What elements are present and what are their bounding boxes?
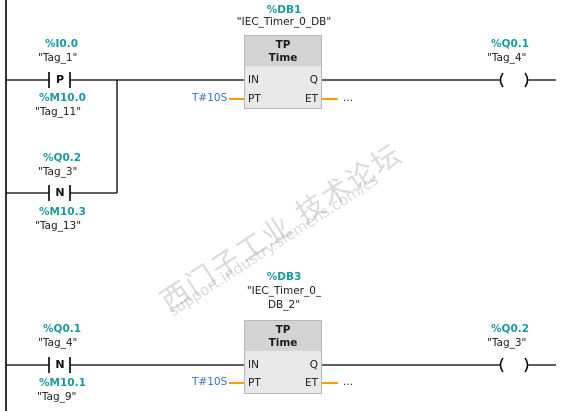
n2-pin-et: ET (304, 377, 318, 389)
n2-block-type: TP (275, 324, 291, 336)
n1-contact1-tag[interactable]: "Tag_1" (38, 52, 78, 64)
n1-timer-db-address: %DB1 (266, 4, 302, 16)
n2-coil-tag[interactable]: "Tag_3" (487, 337, 527, 349)
n2-coil-address: %Q0.2 (491, 323, 530, 335)
n2-contact1-n-edge[interactable]: N (52, 358, 68, 372)
n1-coil-address: %Q0.1 (491, 38, 530, 50)
n1-coil-tag[interactable]: "Tag_4" (487, 52, 527, 64)
n1-contact2-edge-tag[interactable]: "Tag_13" (35, 220, 82, 232)
n1-contact2-edge-address: %M10.3 (39, 206, 86, 218)
n1-block-type: TP (275, 39, 291, 51)
n2-contact1-address: %Q0.1 (43, 323, 82, 335)
n2-pin-pt: PT (248, 377, 261, 389)
n1-pt-value[interactable]: T#10S (192, 92, 228, 104)
n1-pin-in: IN (248, 74, 259, 86)
n1-pin-pt: PT (248, 93, 261, 105)
n1-contact1-p-edge[interactable]: P (52, 73, 68, 87)
n2-timer-db-address: %DB3 (266, 271, 302, 283)
n1-pin-q: Q (309, 74, 318, 86)
n1-contact2-address: %Q0.2 (43, 152, 82, 164)
n1-contact1-edge-address: %M10.0 (39, 92, 86, 104)
n2-et-value[interactable]: ... (343, 376, 354, 388)
n1-pin-et: ET (304, 93, 318, 105)
n1-contact2-tag[interactable]: "Tag_3" (38, 166, 78, 178)
n1-contact2-n-edge[interactable]: N (52, 186, 68, 200)
n2-pin-q: Q (309, 359, 318, 371)
n2-timer-db-name[interactable]: "IEC_Timer_0_ DB_2" (246, 285, 322, 311)
n1-et-value[interactable]: ... (343, 92, 354, 104)
n2-contact1-edge-address: %M10.1 (39, 377, 86, 389)
n1-block-subtype: Time (268, 52, 298, 64)
n2-contact1-edge-tag[interactable]: "Tag_9" (37, 391, 77, 403)
n2-pin-in: IN (248, 359, 259, 371)
n2-tp-timer-block[interactable]: TP Time IN PT Q ET (244, 320, 322, 394)
n2-output-coil[interactable] (498, 357, 530, 373)
n1-contact1-edge-tag[interactable]: "Tag_11" (35, 106, 82, 118)
n1-contact1-address: %I0.0 (45, 38, 79, 50)
n1-timer-db-name[interactable]: "IEC_Timer_0_DB" (236, 16, 332, 28)
n2-contact1-tag[interactable]: "Tag_4" (38, 337, 78, 349)
n2-block-subtype: Time (268, 337, 298, 349)
n1-output-coil[interactable] (498, 72, 530, 88)
n1-tp-timer-block[interactable]: TP Time IN PT Q ET (244, 35, 322, 109)
n2-pt-value[interactable]: T#10S (192, 376, 228, 388)
